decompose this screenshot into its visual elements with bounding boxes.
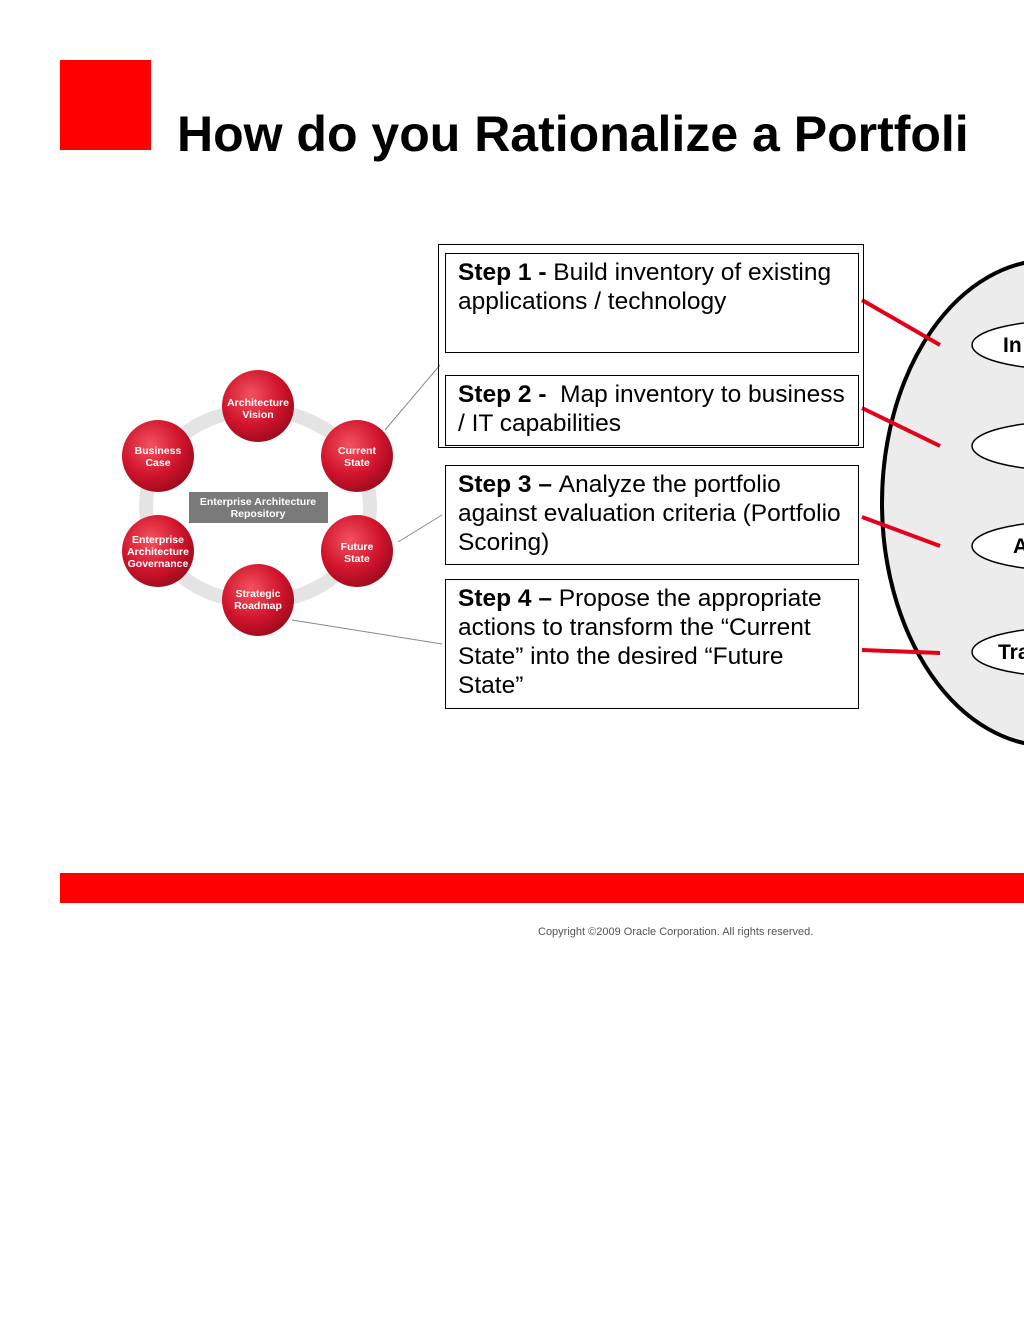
node-enterprise-architecture-governance: Enterprise Architecture Governance [122,515,194,587]
ea-cycle: Enterprise Architecture Repository Archi… [122,370,393,636]
inner-oval-label-4: Tra [998,641,1024,664]
step-4-box: Step 4 – Propose the appropriate actions… [445,579,859,709]
page-title: How do you Rationalize a Portfoli [177,106,969,162]
repository-label-line-1: Enterprise Architecture [200,496,316,508]
step-2-box: Step 2 - Map inventory to business / IT … [445,375,859,446]
step-2-lead: Step 2 - [458,381,554,408]
inner-oval-3 [971,523,1024,569]
node-label-architecture-vision-2: Vision [242,409,273,421]
node-label-business-case-2: Case [145,457,170,469]
node-label-future-state-2: State [344,553,370,565]
step-connectors [861,298,941,655]
node-architecture-vision: Architecture Vision [222,370,294,442]
node-label-governance-2: Architecture [127,546,189,558]
node-label-strategic-roadmap-2: Roadmap [234,600,282,612]
connector-step-4 [861,648,941,655]
portfolio-outer-oval [880,260,1024,746]
step-2-text: Map inventory to business / IT capabilit… [458,381,852,437]
steps-1-2-frame [438,244,864,448]
inner-oval-2 [971,423,1024,469]
step-4-text: Propose the appropriate actions to trans… [458,585,822,699]
node-label-business-case-1: Business [135,445,182,457]
step-3-lead: Step 3 – [458,471,559,498]
connector-step-3 [861,515,941,548]
repository-bar [189,492,328,523]
node-label-architecture-vision-1: Architecture [227,397,289,409]
leader-line-strategic-roadmap [291,619,443,645]
copyright-notice: Copyright ©2009 Oracle Corporation. All … [538,926,814,938]
node-current-state: Current State [321,420,393,492]
node-future-state: Future State [321,515,393,587]
step-1-box: Step 1 - Build inventory of existing app… [445,253,859,353]
step-1-lead: Step 1 - [458,259,554,286]
node-label-governance-1: Enterprise [132,534,184,546]
title-accent-square [60,60,151,150]
inner-oval-label-1: In [1003,334,1022,357]
step-1-text: Build inventory of existing applications… [458,259,832,315]
leader-line-future-state [397,514,443,543]
connector-step-1 [861,298,941,347]
step-3-box: Step 3 – Analyze the portfolio against e… [445,465,859,565]
step-3-text: Analyze the portfolio against evaluation… [458,471,841,556]
node-label-current-state-2: State [344,457,370,469]
node-label-future-state-1: Future [341,541,374,553]
node-business-case: Business Case [122,420,194,492]
inner-oval-label-3: A [1013,535,1024,558]
inner-oval-4 [971,629,1024,675]
connector-step-2 [861,406,941,448]
inner-oval-1 [971,322,1024,368]
step-4-lead: Step 4 – [458,585,559,612]
node-label-governance-3: Governance [128,558,189,570]
node-label-strategic-roadmap-1: Strategic [236,588,281,600]
footer-red-bar [60,873,1024,903]
node-strategic-roadmap: Strategic Roadmap [222,564,294,636]
leader-line-current-state [384,364,441,431]
leader-lines [291,364,443,645]
node-label-current-state-1: Current [338,445,376,457]
repository-label-line-2: Repository [231,508,286,520]
